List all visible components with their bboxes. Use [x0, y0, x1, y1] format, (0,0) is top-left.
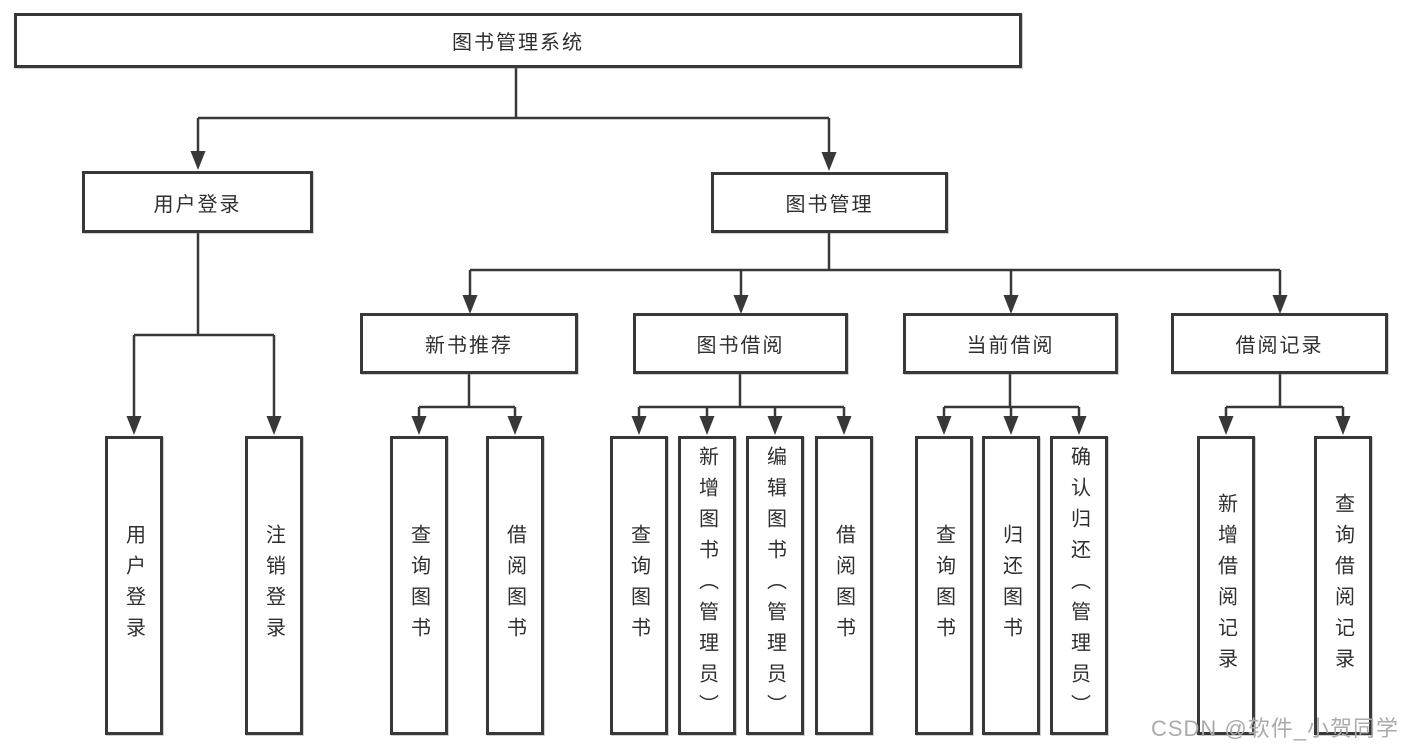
arrowheads	[126, 151, 1351, 435]
node-user-login: 用户登录	[82, 171, 313, 233]
node-leaf-query-books-borrow: 查询图书	[610, 436, 668, 735]
node-leaf-return-book: 归还图书	[982, 436, 1040, 735]
node-leaf-add-borrow-record: 新增借阅记录	[1197, 436, 1255, 735]
node-leaf-query-books-recommend: 查询图书	[390, 436, 448, 735]
node-leaf-confirm-return-admin: 确认归还（管理员）	[1050, 436, 1108, 735]
node-borrow-records: 借阅记录	[1171, 313, 1388, 374]
connector-lines	[132, 68, 1345, 417]
node-new-book-recommend: 新书推荐	[360, 313, 578, 374]
node-root-system: 图书管理系统	[14, 13, 1022, 68]
node-book-borrow: 图书借阅	[633, 313, 848, 374]
node-current-borrow: 当前借阅	[903, 313, 1118, 374]
node-leaf-query-borrow-record: 查询借阅记录	[1314, 436, 1372, 735]
node-leaf-edit-book-admin: 编辑图书（管理员）	[746, 436, 804, 735]
node-leaf-user-login: 用户登录	[105, 436, 163, 735]
node-leaf-logout: 注销登录	[245, 436, 303, 735]
node-leaf-borrow-books: 借阅图书	[815, 436, 873, 735]
node-leaf-query-books-current: 查询图书	[915, 436, 973, 735]
csdn-watermark: CSDN @软件_小贺同学	[1150, 716, 1399, 741]
node-book-management: 图书管理	[711, 172, 948, 233]
node-leaf-borrow-books-recommend: 借阅图书	[486, 436, 544, 735]
node-leaf-add-book-admin: 新增图书（管理员）	[678, 436, 736, 735]
